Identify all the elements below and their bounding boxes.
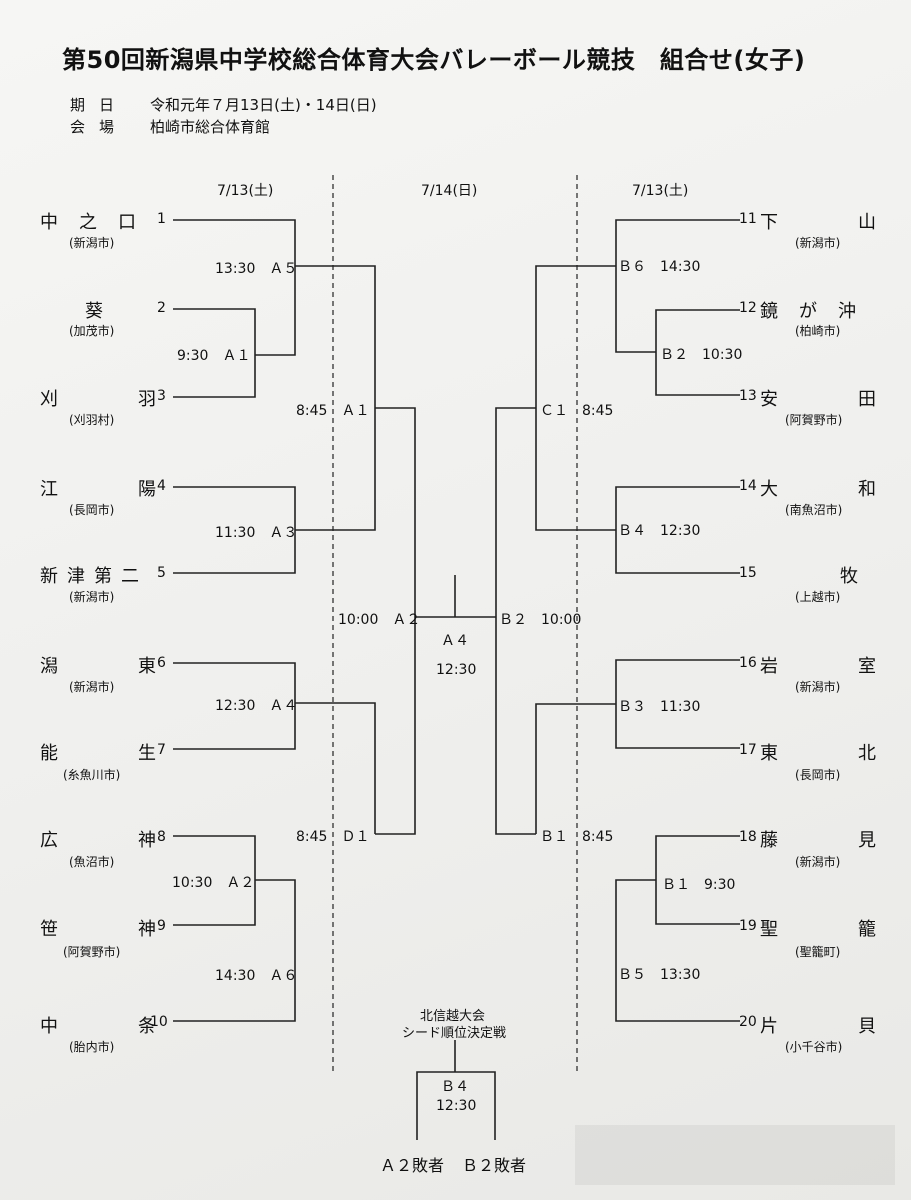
seed-match-title-1: 北信越大会 — [420, 1009, 486, 1024]
right-team-20-city: (小千谷市) — [785, 1040, 843, 1054]
left-team-3-name: 刈羽 — [40, 389, 236, 410]
final-court: Ａ４ — [441, 633, 469, 649]
match-a2-second: 10:00 Ａ２ — [338, 612, 421, 628]
match-c1: Ｃ１ 8:45 — [540, 403, 614, 419]
left-team-7-num: 7 — [157, 742, 166, 758]
left-team-1-name: 中之口 — [40, 212, 157, 233]
left-team-1-city: (新潟市) — [69, 236, 115, 250]
right-team-19-name: 聖籠 — [760, 919, 876, 940]
match-b1-second: Ｂ１ 8:45 — [540, 829, 614, 845]
right-team-14-num: 14 — [739, 478, 757, 494]
right-team-13-city: (阿賀野市) — [785, 413, 843, 427]
right-team-13-num: 13 — [739, 388, 757, 404]
match-a1-second: 8:45 Ａ１ — [296, 403, 370, 419]
right-team-18-city: (新潟市) — [795, 855, 841, 869]
seed-match-right-entry: Ｂ２敗者 — [462, 1156, 527, 1175]
match-a2-first: 10:30 Ａ２ — [172, 875, 255, 891]
right-team-11-city: (新潟市) — [795, 236, 841, 250]
right-team-19-city: (聖籠町) — [795, 945, 841, 959]
match-b2-first: Ｂ２ 10:30 — [660, 347, 743, 363]
match-b6: Ｂ６ 14:30 — [618, 259, 701, 275]
page-title: 第50回新潟県中学校総合体育大会バレーボール競技 組合せ(女子) — [62, 46, 806, 74]
match-b1-first: Ｂ１ 9:30 — [662, 877, 736, 893]
right-team-12-city: (柏崎市) — [795, 324, 841, 338]
left-team-4-city: (長岡市) — [69, 503, 115, 517]
left-team-8-num: 8 — [157, 829, 166, 845]
left-team-6-name: 潟東 — [40, 656, 236, 677]
left-team-9-num: 9 — [157, 918, 166, 934]
left-team-6-num: 6 — [157, 655, 166, 671]
right-team-18-num: 18 — [739, 829, 757, 845]
match-b3: Ｂ３ 11:30 — [618, 699, 701, 715]
date-right: 7/13(土) — [632, 183, 689, 199]
right-team-19-num: 19 — [739, 918, 757, 934]
right-team-15-name: 牧 — [840, 566, 858, 587]
right-team-14-name: 大和 — [760, 479, 876, 500]
right-team-13-name: 安田 — [760, 389, 876, 410]
period-value: 令和元年７月13日(土)・14日(日) — [150, 96, 377, 114]
right-team-17-city: (長岡市) — [795, 768, 841, 782]
right-team-15-num: 15 — [739, 565, 757, 581]
right-team-12-num: 12 — [739, 300, 757, 316]
right-team-16-city: (新潟市) — [795, 680, 841, 694]
venue-label: 会場 — [70, 118, 129, 136]
left-team-8-name: 広神 — [40, 830, 236, 851]
right-team-20-num: 20 — [739, 1014, 757, 1030]
right-team-16-num: 16 — [739, 655, 757, 671]
match-a1-first: 9:30 Ａ１ — [177, 348, 251, 364]
left-team-7-city: (糸魚川市) — [63, 768, 121, 782]
date-center: 7/14(日) — [421, 183, 478, 199]
right-team-18-name: 藤見 — [760, 830, 876, 851]
left-team-5-num: 5 — [157, 565, 166, 581]
match-a6: 14:30 Ａ６ — [215, 968, 298, 984]
date-left: 7/13(土) — [217, 183, 274, 199]
right-team-20-name: 片貝 — [760, 1016, 876, 1037]
seed-match-court: Ｂ４ — [441, 1079, 469, 1095]
bleed-through-mark — [575, 1125, 895, 1185]
venue-value: 柏崎市総合体育館 — [150, 118, 271, 136]
match-d1: 8:45 Ｄ１ — [296, 829, 370, 845]
left-team-6-city: (新潟市) — [69, 680, 115, 694]
left-team-10-name: 中条 — [40, 1016, 236, 1037]
match-a3: 11:30 Ａ３ — [215, 525, 298, 541]
match-b5: Ｂ５ 13:30 — [618, 967, 701, 983]
match-a4: 12:30 Ａ４ — [215, 698, 298, 714]
left-team-10-num: 10 — [150, 1014, 168, 1030]
match-a5: 13:30 Ａ５ — [215, 261, 298, 277]
left-team-9-city: (阿賀野市) — [63, 945, 121, 959]
right-team-16-name: 岩室 — [760, 656, 876, 677]
left-team-4-num: 4 — [157, 478, 166, 494]
left-team-7-name: 能生 — [40, 743, 236, 764]
match-b4: Ｂ４ 12:30 — [618, 523, 701, 539]
right-team-15-city: (上越市) — [795, 590, 841, 604]
seed-match-title-2: シード順位決定戦 — [402, 1026, 507, 1041]
left-team-5-city: (新潟市) — [69, 590, 115, 604]
left-team-3-city: (刈羽村) — [69, 413, 115, 427]
right-team-14-city: (南魚沼市) — [785, 503, 843, 517]
seed-match-time: 12:30 — [436, 1098, 477, 1114]
right-team-12-name: 鏡が沖 — [760, 301, 877, 322]
match-b2-second: Ｂ２ 10:00 — [499, 612, 582, 628]
left-team-5-name: 新津第二 — [40, 566, 148, 587]
left-team-10-city: (胎内市) — [69, 1040, 115, 1054]
left-team-8-city: (魚沼市) — [69, 855, 115, 869]
left-team-2-num: 2 — [157, 300, 166, 316]
right-team-11-name: 下山 — [760, 212, 876, 233]
left-team-2-name: 葵 — [85, 301, 103, 322]
right-team-11-num: 11 — [739, 211, 757, 227]
left-team-2-city: (加茂市) — [69, 324, 115, 338]
left-team-1-num: 1 — [157, 211, 166, 227]
period-label: 期日 — [70, 96, 129, 114]
left-team-9-name: 笹神 — [40, 919, 236, 940]
final-time: 12:30 — [436, 662, 477, 678]
left-team-4-name: 江陽 — [40, 479, 236, 500]
seed-match-left-entry: Ａ２敗者 — [380, 1156, 445, 1175]
left-team-3-num: 3 — [157, 388, 166, 404]
right-team-17-name: 東北 — [760, 743, 876, 764]
right-team-17-num: 17 — [739, 742, 757, 758]
